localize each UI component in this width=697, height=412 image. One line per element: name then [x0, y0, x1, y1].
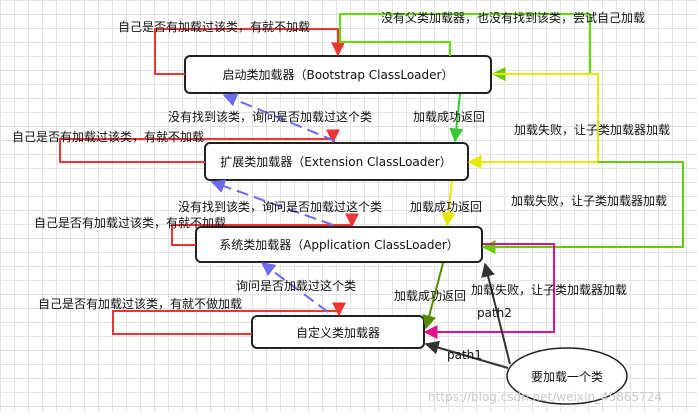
- svg-text:要加载一个类: 要加载一个类: [531, 370, 603, 384]
- extension-node: 扩展类加载器（Extension ClassLoader）: [204, 142, 469, 181]
- svg-text:系统类加载器（Application ClassLoader: 系统类加载器（Application ClassLoader）: [219, 238, 459, 252]
- label-success-2: 加载成功返回: [410, 200, 482, 214]
- fail-arrow-pink: [423, 243, 555, 339]
- fail-arrow-green: [481, 161, 684, 254]
- label-path2: path2: [477, 306, 512, 320]
- label-not-found-ask-1: 没有找到该类，询问是否加载过这个类: [168, 109, 372, 124]
- start-node: 要加载一个类: [506, 347, 628, 405]
- label-self-check-3: 自己是否有加载过该类，有就不加载: [34, 216, 226, 230]
- label-fail-1: 加载失败，让子类加载器加载: [514, 122, 670, 137]
- self-check-arrow-application: [171, 213, 359, 246]
- self-check-arrow-custom: [112, 302, 346, 335]
- self-check-arrow-bootstrap: [154, 28, 345, 75]
- label-fail-3: 加载失败，让子类加载器加载: [471, 282, 627, 297]
- success-arrow-3: [422, 262, 444, 330]
- path1-arrow: [424, 340, 509, 369]
- ask-parent-arrow-3: [260, 262, 329, 313]
- fail-arrow-yellow: [467, 73, 599, 169]
- path2-arrow: [481, 262, 511, 365]
- label-self-check-4: 自己是否有加载过该类，有就不做加载: [38, 296, 242, 311]
- ask-parent-arrow-2: [210, 179, 334, 226]
- watermark: https://blog.csdn.net/weixin_45865724: [428, 390, 662, 404]
- success-arrow-2: [441, 180, 456, 227]
- svg-text:启动类加载器（Bootstrap ClassLoader）: 启动类加载器（Bootstrap ClassLoader）: [223, 68, 454, 82]
- label-success-3: 加载成功返回: [394, 289, 466, 303]
- label-success-1: 加载成功返回: [413, 110, 485, 124]
- label-fail-2: 加载失败，让子类加载器加载: [511, 193, 667, 208]
- label-self-check-1: 自己是否有加载过该类，有就不加载: [118, 20, 310, 34]
- label-path1: path1: [447, 348, 482, 362]
- label-ask-3: 询问是否加载过这个类: [236, 278, 356, 293]
- application-node: 系统类加载器（Application ClassLoader）: [195, 226, 483, 263]
- svg-text:扩展类加载器（Extension ClassLoader）: 扩展类加载器（Extension ClassLoader）: [220, 155, 451, 169]
- label-no-parent: 没有父类加载器，也没有找到该类，尝试自己加载: [381, 10, 645, 25]
- label-not-found-ask-2: 没有找到该类，询问是否加载过这个类: [178, 199, 382, 214]
- bootstrap-node: 启动类加载器（Bootstrap ClassLoader）: [184, 55, 492, 94]
- svg-text:自定义类加载器: 自定义类加载器: [296, 325, 380, 340]
- custom-node: 自定义类加载器: [251, 315, 425, 349]
- ask-parent-arrow-1: [222, 93, 336, 142]
- success-arrow-1: [449, 93, 464, 143]
- label-self-check-2: 自己是否有加载过该类，有就不加载: [12, 130, 204, 144]
